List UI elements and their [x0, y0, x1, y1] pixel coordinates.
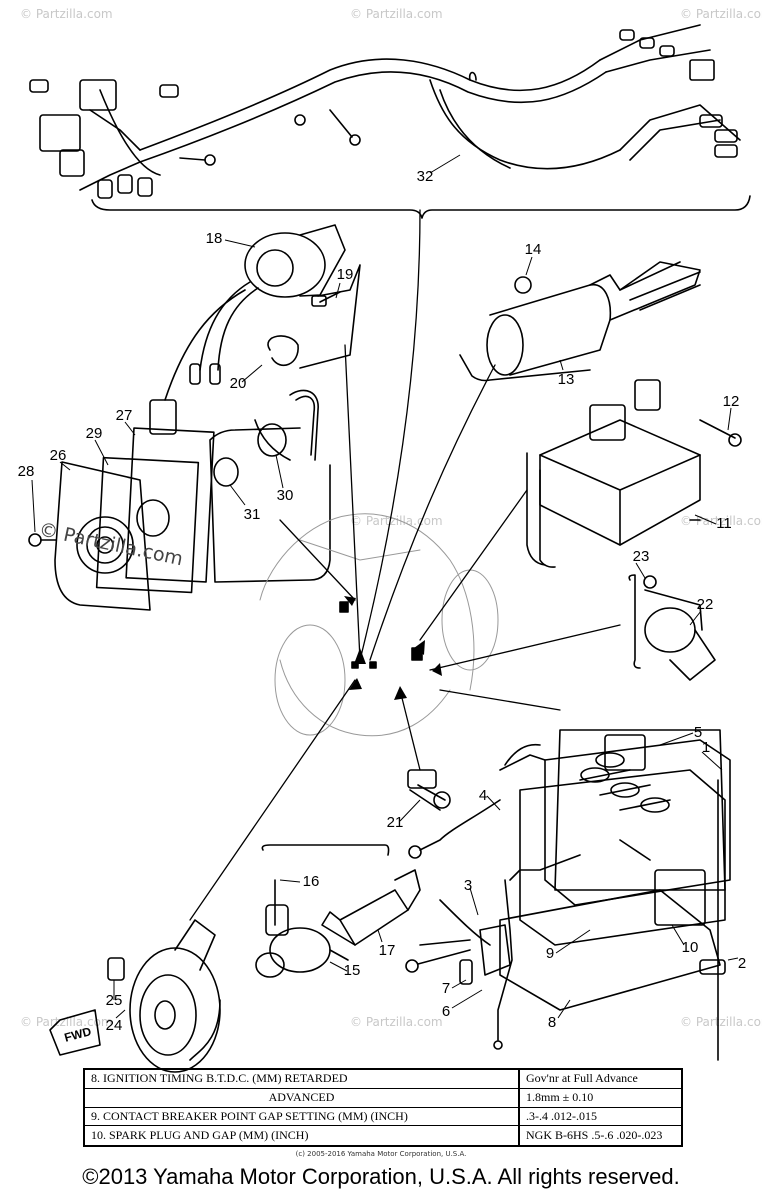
callout-26: 26 — [50, 447, 67, 464]
svg-text:© Partzilla.com: © Partzilla.com — [350, 1015, 443, 1029]
screw-19-head — [311, 295, 327, 307]
lamp-assembly — [28, 389, 331, 611]
svg-text:© Partzilla.com: © Partzilla.com — [350, 514, 443, 528]
callout-21: 21 — [387, 814, 404, 831]
callout-labels: 1 2 3 4 5 6 7 8 9 10 11 12 13 14 15 16 1… — [18, 168, 747, 1034]
callout-5: 5 — [694, 724, 702, 741]
callout-leaders — [31, 154, 739, 1019]
callout-10: 10 — [682, 939, 699, 956]
oil-switch — [407, 769, 451, 811]
leader-lines — [189, 209, 621, 921]
callout-4: 4 — [479, 787, 487, 804]
spec-row-4-value: NGK B-6HS .5-.6 .020-.023 — [518, 1126, 681, 1145]
callout-14: 14 — [525, 241, 542, 258]
callout-13: 13 — [558, 371, 575, 388]
callout-19: 19 — [337, 266, 354, 283]
callout-23: 23 — [633, 548, 650, 565]
spec-row-1-label: 8. IGNITION TIMING B.T.D.C. (MM) RETARDE… — [85, 1070, 518, 1089]
spec-row-4-label: 10. SPARK PLUG AND GAP (MM) (INCH) — [91, 1128, 309, 1143]
callout-20: 20 — [230, 375, 247, 392]
fwd-arrow — [49, 1009, 101, 1056]
clip-20 — [267, 335, 299, 367]
spec-table: 8. IGNITION TIMING B.T.D.C. (MM) RETARDE… — [83, 1068, 683, 1147]
fuse-holder — [405, 899, 511, 985]
callout-32: 32 — [417, 168, 434, 185]
callout-2: 2 — [738, 955, 746, 972]
spec-row-2-value: 1.8mm ± 0.10 — [518, 1088, 681, 1108]
callout-31: 31 — [244, 506, 261, 523]
spark-plug-cap — [255, 844, 390, 978]
svg-text:© Partzilla.com: © Partzilla.com — [680, 1015, 762, 1029]
spec-row-2-label: ADVANCED — [85, 1089, 518, 1108]
callout-16: 16 — [303, 873, 320, 890]
callout-29: 29 — [86, 425, 103, 442]
spark-plug — [321, 869, 421, 946]
neutral-switch — [628, 574, 716, 681]
battery-assembly — [408, 729, 731, 1061]
callout-1: 1 — [702, 739, 710, 756]
footer-copyright: ©2013 Yamaha Motor Corporation, U.S.A. A… — [82, 1164, 680, 1189]
callout-25: 25 — [106, 992, 123, 1009]
callout-11: 11 — [716, 515, 732, 532]
callout-12: 12 — [723, 393, 740, 410]
callout-8: 8 — [548, 1014, 556, 1031]
svg-text:© Partzilla.com: © Partzilla.com — [680, 7, 762, 21]
callout-28: 28 — [18, 463, 35, 480]
horn — [107, 919, 221, 1073]
svg-text:© Partzilla.com: © Partzilla.com — [20, 7, 113, 21]
starter-motor — [459, 261, 701, 382]
leader-arrowheads — [344, 596, 442, 700]
callout-22: 22 — [697, 596, 714, 613]
wire-harness — [29, 24, 751, 219]
watermark-tiles: © Partzilla.com © Partzilla.com © Partzi… — [20, 7, 762, 1029]
callout-17: 17 — [379, 942, 396, 959]
callout-18: 18 — [206, 230, 223, 247]
callout-30: 30 — [277, 487, 294, 504]
ignition-coil — [149, 224, 361, 435]
spec-row-3-value: .3-.4 .012-.015 — [518, 1107, 681, 1127]
callout-9: 9 — [546, 945, 554, 962]
motorcycle-silhouette — [259, 513, 499, 737]
callout-7: 7 — [442, 980, 450, 997]
svg-text:© Partzilla.com: © Partzilla.com — [20, 1015, 113, 1029]
center-markers — [339, 601, 423, 669]
fwd-label: FWD — [63, 1024, 93, 1045]
relay-unit — [526, 379, 742, 568]
callout-3: 3 — [464, 877, 472, 894]
callout-27: 27 — [116, 407, 133, 424]
small-copyright: (c) 2005-2016 Yamaha Motor Corporation, … — [295, 1150, 467, 1158]
svg-text:© Partzilla.com: © Partzilla.com — [350, 7, 443, 21]
callout-6: 6 — [442, 1003, 450, 1020]
callout-15: 15 — [344, 962, 361, 979]
spec-row-1-value: Gov'nr at Full Advance — [518, 1070, 681, 1089]
callout-24: 24 — [106, 1017, 123, 1034]
spec-row-3-label: 9. CONTACT BREAKER POINT GAP SETTING (MM… — [85, 1108, 518, 1127]
